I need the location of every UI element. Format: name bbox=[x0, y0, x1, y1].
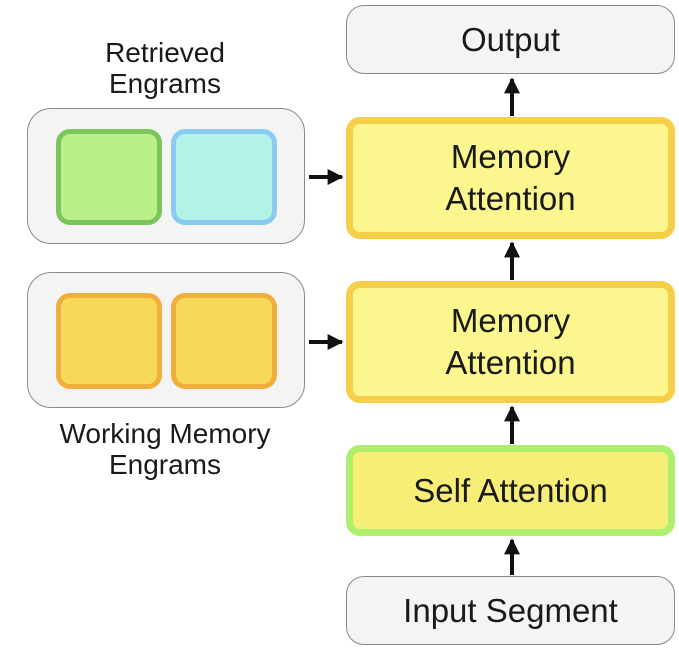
working-memory-engrams-label: Working Memory Engrams bbox=[59, 418, 271, 480]
output-label: Output bbox=[460, 20, 561, 58]
retrieved-engram-2 bbox=[171, 129, 277, 225]
output-node: Output bbox=[346, 5, 675, 74]
retrieved-engrams-label: Retrieved Engrams bbox=[105, 37, 225, 99]
memory-attention-top-label: Memory Attention bbox=[445, 138, 576, 217]
retrieved-engram-1 bbox=[56, 129, 162, 225]
retrieved-engrams-group bbox=[27, 108, 305, 244]
working-engram-2 bbox=[171, 293, 277, 389]
memory-attention-bottom-node: Memory Attention bbox=[346, 281, 675, 403]
input-segment-label: Input Segment bbox=[403, 591, 618, 629]
working-engram-1 bbox=[56, 293, 162, 389]
memory-attention-top-node: Memory Attention bbox=[346, 117, 675, 239]
memory-attention-bottom-label: Memory Attention bbox=[445, 302, 576, 381]
self-attention-label: Self Attention bbox=[413, 471, 608, 509]
self-attention-node: Self Attention bbox=[346, 445, 675, 536]
input-segment-node: Input Segment bbox=[346, 576, 675, 645]
working-memory-engrams-group bbox=[27, 272, 305, 408]
